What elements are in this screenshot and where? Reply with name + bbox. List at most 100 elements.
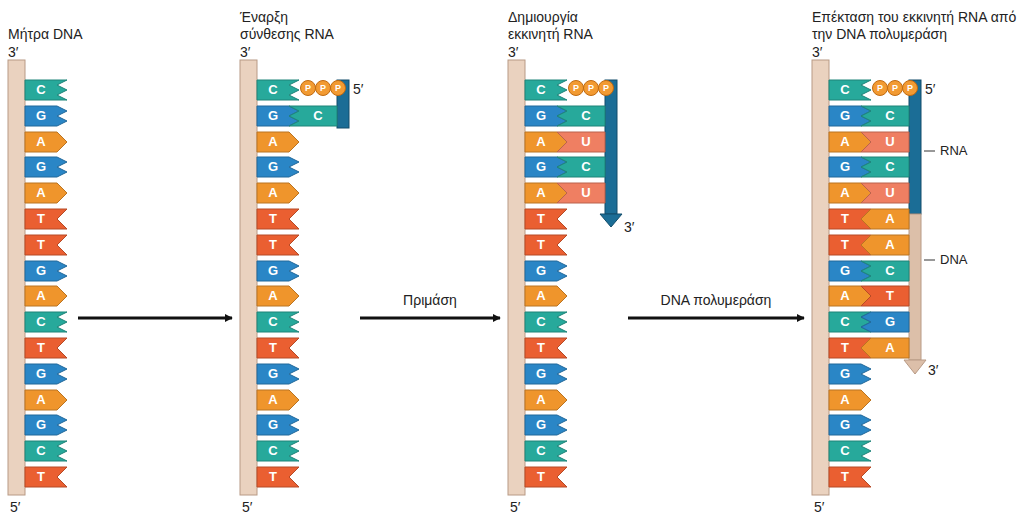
template-base: A xyxy=(257,390,299,410)
base-shape xyxy=(257,132,299,152)
phosphate-circle xyxy=(331,81,346,96)
strand-end-label: 5′ xyxy=(10,499,20,515)
base-letter: G xyxy=(829,106,861,126)
base-shape xyxy=(829,467,871,487)
base-letter: G xyxy=(25,415,57,435)
dna-backbone xyxy=(812,60,829,495)
base-shape xyxy=(829,80,871,100)
phosphate-circle xyxy=(301,81,316,96)
template-base: G xyxy=(829,364,871,384)
base-shape xyxy=(257,338,299,358)
paired-base: C xyxy=(861,157,909,177)
base-shape xyxy=(257,132,299,152)
template-base: A xyxy=(25,286,67,306)
base-letter: A xyxy=(829,286,861,306)
arrow-label: Πριμάση xyxy=(401,292,459,308)
strand-end-label: 3′ xyxy=(928,362,938,378)
template-base: A xyxy=(25,390,67,410)
phosphate-group: P xyxy=(300,80,316,96)
base-shape xyxy=(829,441,871,461)
base-shape xyxy=(525,209,567,229)
base-letter: T xyxy=(25,338,57,358)
phosphate-letter: P xyxy=(872,80,888,96)
paired-base: U xyxy=(557,132,605,152)
template-base: T xyxy=(257,209,299,229)
base-letter: C xyxy=(25,312,57,332)
paired-base: G xyxy=(861,312,909,332)
base-letter: C xyxy=(871,157,909,177)
base-shape xyxy=(861,157,909,177)
strand-callout: DNA xyxy=(940,252,967,268)
phosphate-group: P xyxy=(315,80,331,96)
base-letter: A xyxy=(871,235,909,255)
phosphate-letter: P xyxy=(315,80,331,96)
base-shape xyxy=(557,157,605,177)
base-letter: G xyxy=(25,157,57,177)
base-shape xyxy=(25,312,67,332)
template-base: T xyxy=(257,467,299,487)
base-letter: U xyxy=(871,132,909,152)
template-base: G xyxy=(25,415,67,435)
phosphate-group: P xyxy=(598,80,614,96)
base-letter: U xyxy=(567,183,605,203)
phosphate-circle xyxy=(584,81,599,96)
base-shape xyxy=(25,467,67,487)
paired-base: A xyxy=(861,209,909,229)
base-letter: T xyxy=(25,235,57,255)
paired-base: C xyxy=(557,157,605,177)
paired-base: A xyxy=(861,235,909,255)
base-shape xyxy=(257,364,299,384)
template-base: G xyxy=(829,415,871,435)
base-letter: G xyxy=(25,364,57,384)
base-shape xyxy=(525,364,567,384)
template-base: C xyxy=(257,312,299,332)
base-letter: A xyxy=(525,390,557,410)
base-shape xyxy=(861,312,909,332)
template-base: C xyxy=(829,80,871,100)
dna-strand: Επέκταση του εκκινητή RNA από την DNA πο… xyxy=(812,60,924,495)
strand-callout: RNA xyxy=(940,143,967,159)
base-shape xyxy=(861,132,909,152)
base-letter: A xyxy=(257,132,289,152)
panel-heading: Μήτρα DNA xyxy=(8,26,82,43)
dna-backbone xyxy=(508,60,525,495)
base-letter: C xyxy=(871,261,909,281)
phosphate-letter: P xyxy=(300,80,316,96)
base-letter: A xyxy=(257,183,289,203)
base-shape xyxy=(861,132,909,152)
base-shape xyxy=(25,441,67,461)
paired-base: C xyxy=(861,261,909,281)
base-shape xyxy=(25,286,67,306)
dna-backbone xyxy=(8,60,25,495)
base-shape xyxy=(25,441,67,461)
base-letter: G xyxy=(25,106,57,126)
paired-base: C xyxy=(861,106,909,126)
base-letter: C xyxy=(257,441,289,461)
base-letter: A xyxy=(525,286,557,306)
base-letter: A xyxy=(829,183,861,203)
base-shape xyxy=(557,157,605,177)
base-letter: G xyxy=(829,157,861,177)
base-letter: G xyxy=(871,312,909,332)
template-base: T xyxy=(525,209,567,229)
template-base: C xyxy=(525,80,567,100)
base-shape xyxy=(257,390,299,410)
strand-end-label: 3′ xyxy=(8,44,18,60)
base-letter: T xyxy=(525,338,557,358)
base-shape xyxy=(525,441,567,461)
base-letter: G xyxy=(257,415,289,435)
base-shape xyxy=(525,80,567,100)
base-letter: T xyxy=(829,467,861,487)
base-shape xyxy=(525,441,567,461)
base-shape xyxy=(525,80,567,100)
base-letter: G xyxy=(829,364,861,384)
template-base: G xyxy=(525,415,567,435)
base-letter: A xyxy=(525,132,557,152)
dna-backbone xyxy=(240,60,257,495)
base-shape xyxy=(289,106,337,126)
phosphate-circle xyxy=(873,81,888,96)
base-letter: T xyxy=(257,209,289,229)
base-letter: C xyxy=(829,312,861,332)
phosphate-circle xyxy=(569,81,584,96)
base-shape xyxy=(829,390,871,410)
